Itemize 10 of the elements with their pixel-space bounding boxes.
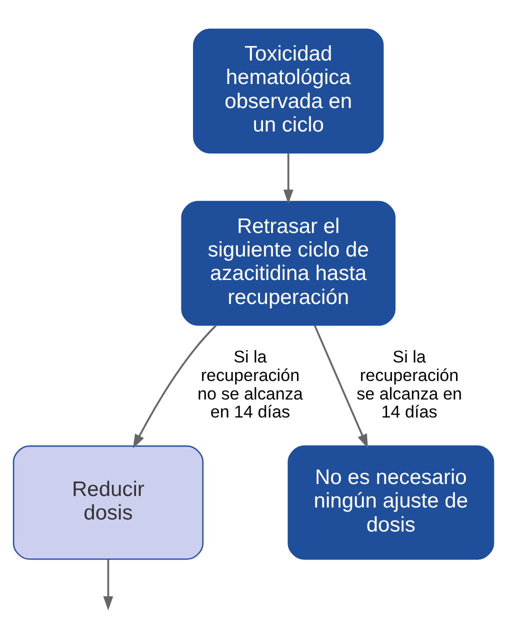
arrow	[132, 324, 217, 448]
arrow	[314, 325, 368, 448]
node-box: No es necesario ningún ajuste de dosis	[288, 445, 494, 560]
node-box: Retrasar el siguiente ciclo de azacitidina hasta recuperación	[181, 200, 396, 326]
node-box: Toxicidad hematológica observada en un ciclo	[193, 28, 384, 154]
edge-label: Si la recuperación no se alcanza en 14 días	[198, 347, 303, 422]
arrow	[103, 560, 114, 611]
arrow	[283, 153, 294, 204]
edge-label: Si la recuperación se alcanza en 14 días	[356, 347, 462, 422]
node-box: Reducir dosis	[12, 445, 204, 560]
